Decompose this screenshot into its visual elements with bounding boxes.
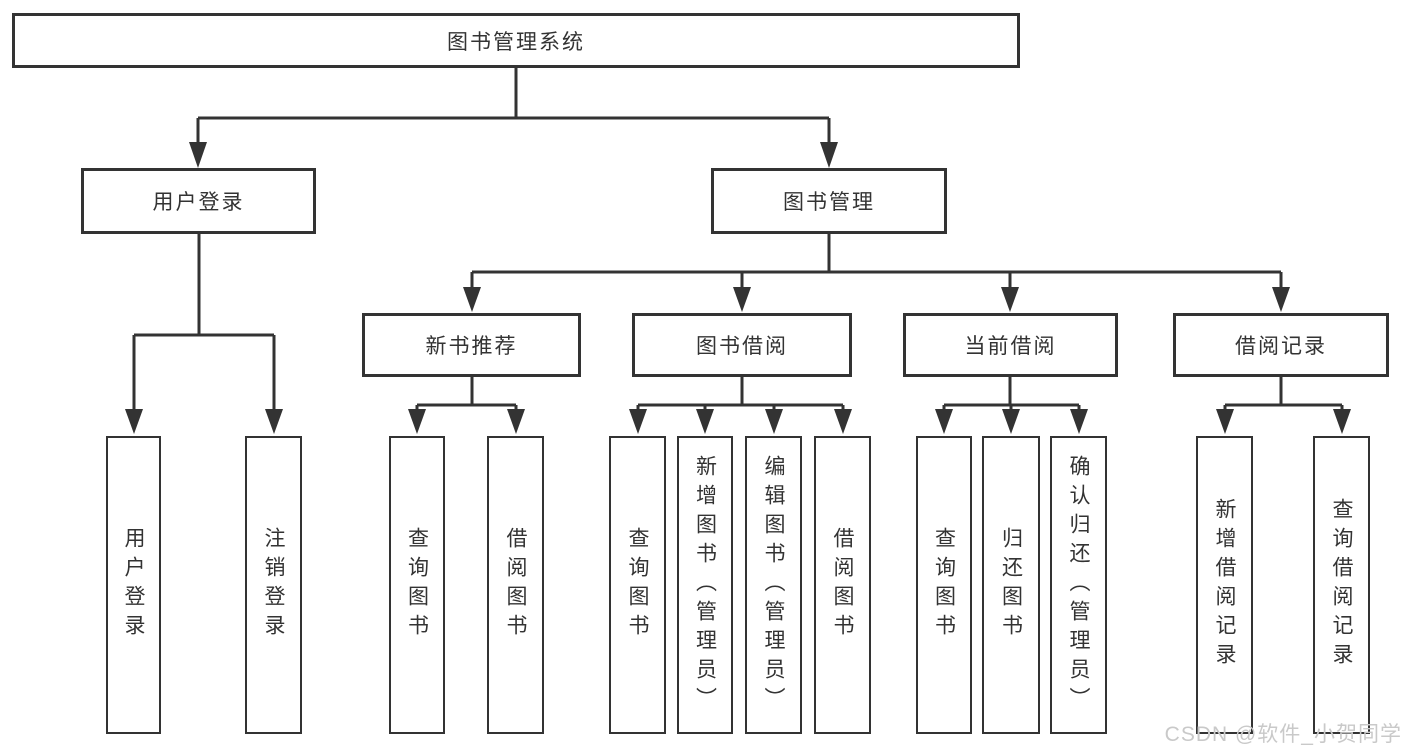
leaf-return-books-label: 归还图书	[999, 527, 1023, 643]
arrowhead-leaf-logout	[265, 409, 283, 434]
arrowhead-book-borrow	[733, 287, 751, 312]
node-book-management-label: 图书管理	[783, 191, 875, 214]
arrowhead-leaf-add-borrow-record	[1216, 409, 1234, 434]
node-borrow-records: 借阅记录	[1173, 313, 1389, 377]
leaf-user-login-label: 用户登录	[122, 527, 145, 643]
leaf-logout-login-label: 注销登录	[262, 527, 285, 643]
node-user-login-label: 用户登录	[152, 191, 245, 214]
leaf-query-books-borrow-label: 查询图书	[626, 527, 649, 643]
arrowhead-leaf-edit-books	[765, 409, 783, 434]
arrowhead-user-login	[189, 142, 207, 168]
leaf-confirm-return-admin: 确认归还（管理员）	[1050, 436, 1107, 734]
leaf-borrow-books-recommend-label: 借阅图书	[504, 527, 527, 643]
leaf-query-books-borrow: 查询图书	[609, 436, 666, 734]
leaf-edit-books-admin-label: 编辑图书（管理员）	[762, 454, 785, 716]
node-new-book-recommend: 新书推荐	[362, 313, 581, 377]
connector-current-borrow-to-leaves	[942, 377, 1081, 412]
connector-borrow-records-to-leaves	[1223, 377, 1344, 412]
connector-book-management-to-level2	[470, 234, 1283, 290]
arrowhead-leaf-query-books-1	[408, 409, 426, 434]
watermark: CSDN @软件_小贺同学	[1164, 723, 1402, 746]
node-user-login: 用户登录	[81, 168, 316, 234]
connector-new-book-recommend-to-leaves	[415, 377, 518, 412]
arrowhead-leaf-user-login	[125, 409, 143, 434]
arrowhead-leaf-query-borrow-record	[1333, 409, 1351, 434]
arrowhead-leaf-query-books-3	[935, 409, 953, 434]
leaf-query-borrow-record: 查询借阅记录	[1313, 436, 1370, 734]
node-borrow-records-label: 借阅记录	[1235, 335, 1327, 358]
leaf-borrow-books-borrow-label: 借阅图书	[831, 527, 854, 643]
connector-user-login-to-leaves	[132, 234, 276, 412]
leaf-query-borrow-record-label: 查询借阅记录	[1330, 498, 1353, 672]
arrowhead-leaf-borrow-books-1	[507, 409, 525, 434]
node-book-borrow-label: 图书借阅	[696, 335, 788, 358]
arrowhead-borrow-records	[1272, 287, 1290, 312]
leaf-add-books-admin: 新增图书（管理员）	[677, 436, 733, 734]
node-current-borrow: 当前借阅	[903, 313, 1118, 377]
leaf-edit-books-admin: 编辑图书（管理员）	[745, 436, 802, 734]
leaf-return-books: 归还图书	[982, 436, 1040, 734]
arrowhead-leaf-query-books-2	[629, 409, 647, 434]
leaf-query-books-current-label: 查询图书	[932, 527, 956, 643]
arrowhead-leaf-borrow-books-2	[834, 409, 852, 434]
node-book-management: 图书管理	[711, 168, 947, 234]
node-current-borrow-label: 当前借阅	[964, 335, 1057, 358]
leaf-query-books-recommend-label: 查询图书	[405, 527, 429, 643]
leaf-logout-login: 注销登录	[245, 436, 302, 734]
leaf-add-borrow-record-label: 新增借阅记录	[1213, 498, 1236, 672]
leaf-borrow-books-recommend: 借阅图书	[487, 436, 544, 734]
node-book-borrow: 图书借阅	[632, 313, 852, 377]
leaf-query-books-current: 查询图书	[916, 436, 972, 734]
leaf-confirm-return-admin-label: 确认归还（管理员）	[1067, 454, 1090, 716]
node-root: 图书管理系统	[12, 13, 1020, 68]
arrowhead-book-management	[820, 142, 838, 168]
arrowhead-leaf-confirm-return	[1070, 409, 1088, 434]
leaf-query-books-recommend: 查询图书	[389, 436, 445, 734]
arrowhead-new-book-recommend	[463, 287, 481, 312]
connector-root-to-level1	[196, 68, 831, 146]
leaf-borrow-books-borrow: 借阅图书	[814, 436, 871, 734]
arrowhead-leaf-return-books	[1002, 409, 1020, 434]
leaf-add-borrow-record: 新增借阅记录	[1196, 436, 1253, 734]
leaf-user-login: 用户登录	[106, 436, 161, 734]
node-root-label: 图书管理系统	[447, 30, 585, 54]
connector-book-borrow-to-leaves	[636, 377, 845, 412]
arrowhead-current-borrow	[1001, 287, 1019, 312]
arrowhead-leaf-add-books	[696, 409, 714, 434]
node-new-book-recommend-label: 新书推荐	[425, 335, 518, 358]
leaf-add-books-admin-label: 新增图书（管理员）	[693, 454, 717, 716]
